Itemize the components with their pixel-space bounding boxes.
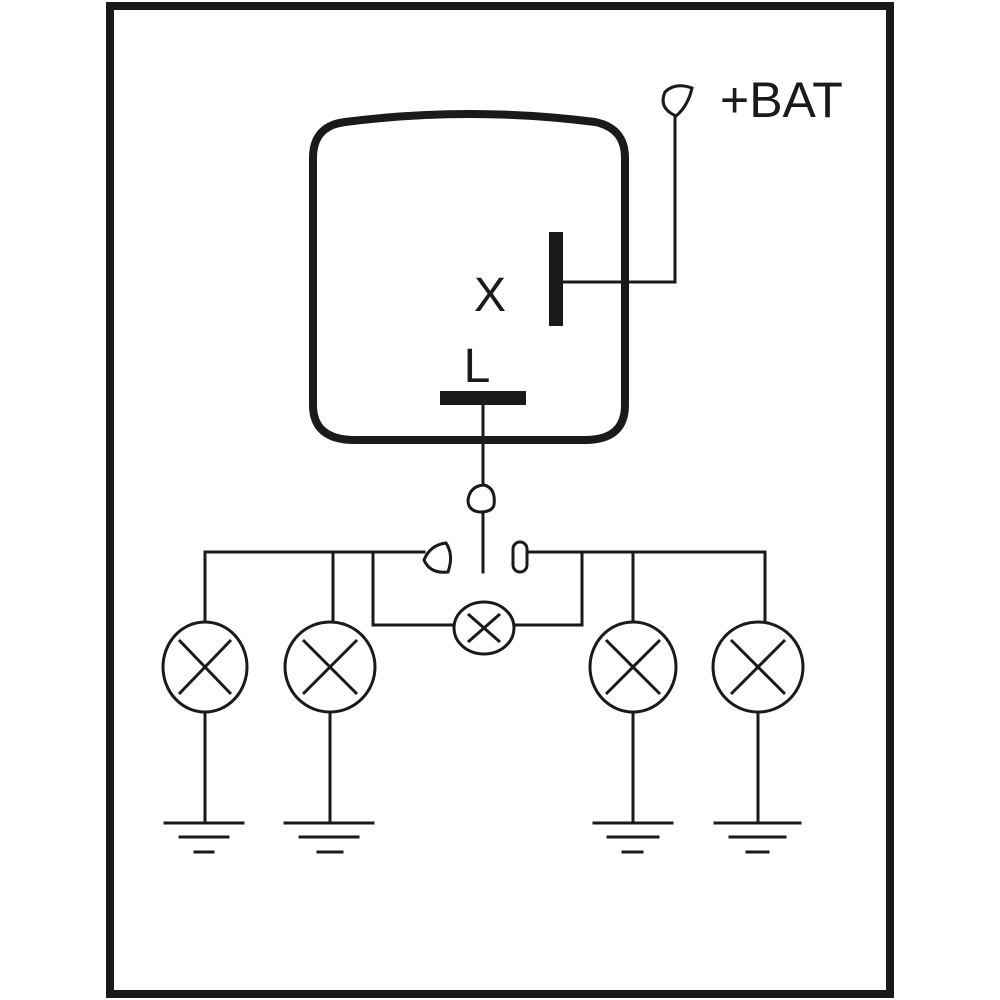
left-front-lamp-cross-b [177,638,233,696]
switch-left-contact [422,541,453,574]
battery-wire [561,115,677,284]
diagram-frame [106,2,894,998]
right-bus-wire [525,550,767,627]
indicator-lamp-wire-right [511,550,584,627]
l-terminal-label: L [464,340,491,393]
switch-pivot-icon [466,483,496,514]
x-terminal-bar [549,232,563,326]
indicator-lamp-cross-b [467,612,501,644]
battery-terminal-icon [661,84,694,118]
left-rear-lamp-cross-b [301,638,359,696]
ground-symbol-3 [592,821,674,854]
flasher-unit-body [309,110,629,444]
indicator-lamp-wire-left [371,550,457,627]
x-terminal-label: X [474,269,506,322]
left-bus-wire [203,550,426,627]
ground-symbol-1 [163,821,245,854]
ground-symbol-2 [283,821,375,854]
right-rear-lamp-cross-b [729,638,787,696]
right-front-lamp-cross-b [604,638,662,696]
switch-right-contact [511,540,529,574]
battery-label: +BAT [720,72,843,128]
ground-symbol-4 [713,821,802,854]
l-terminal-bar [440,391,526,405]
